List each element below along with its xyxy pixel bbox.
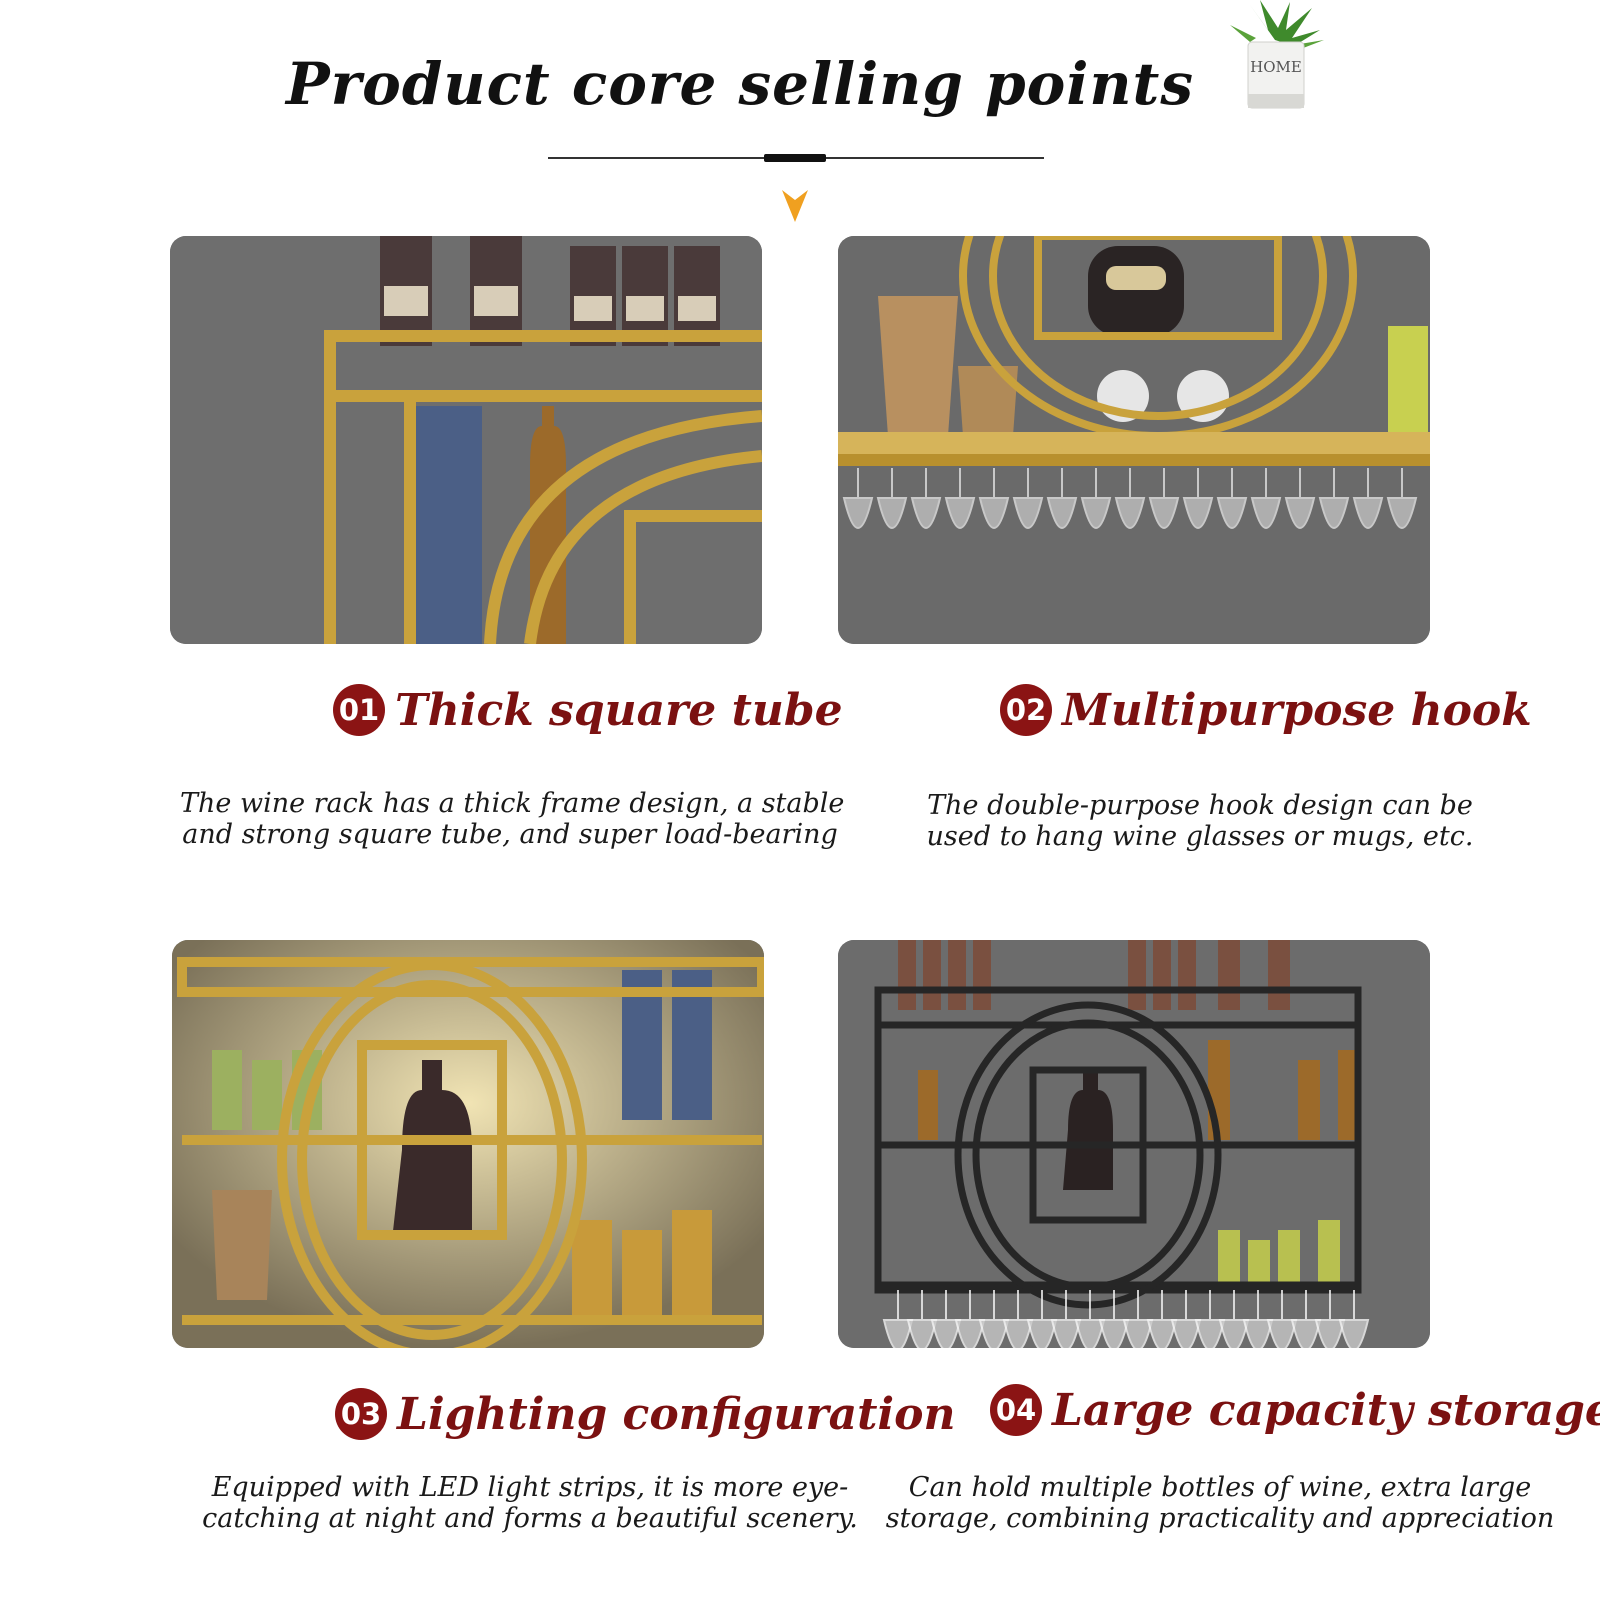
potted-plant-image: HOME [1220, 0, 1330, 115]
photo-multipurpose-hook [838, 236, 1430, 644]
wine-glass-shape [1338, 1290, 1370, 1348]
feature-description-01: The wine rack has a thick frame design, … [180, 788, 845, 850]
description-line: catching at night and forms a beautiful … [202, 1503, 858, 1534]
description-line: Equipped with LED light strips, it is mo… [211, 1472, 849, 1503]
description-line: Can hold multiple bottles of wine, extra… [908, 1472, 1532, 1503]
feature-description-04: Can hold multiple bottles of wine, extra… [880, 1472, 1560, 1534]
page-title: Product core selling points [286, 50, 1194, 118]
feature-title-01: 01 Thick square tube [333, 684, 843, 736]
description-line: The wine rack has a thick frame design, … [180, 788, 845, 819]
feature-number-badge: 02 [1000, 684, 1052, 736]
feature-title-text: Large capacity storage [1052, 1384, 1600, 1436]
wine-glass-shape [1046, 468, 1078, 529]
description-line: and strong square tube, and super load-b… [182, 819, 838, 850]
wine-glass-shape [842, 468, 874, 529]
title-divider-accent [764, 154, 826, 162]
arrow-down-icon [780, 188, 810, 224]
wine-glass-shape [1182, 468, 1214, 529]
wine-glass-shape [1148, 468, 1180, 529]
wine-glass-shape [1352, 468, 1384, 529]
feature-title-text: Multipurpose hook [1062, 684, 1532, 736]
feature-description-02: The double-purpose hook design can be us… [880, 790, 1520, 852]
wine-glass-shape [1080, 468, 1112, 529]
photo-large-capacity-storage [838, 940, 1430, 1348]
wine-glass-shape [1114, 468, 1146, 529]
feature-title-text: Thick square tube [395, 684, 843, 736]
wine-glass-shape [1318, 468, 1350, 529]
feature-title-02: 02 Multipurpose hook [1000, 684, 1532, 736]
description-line: The double-purpose hook design can be [927, 790, 1473, 821]
photo-lighting-configuration [172, 940, 764, 1348]
wine-glass-shape [910, 468, 942, 529]
wine-glass-shape [1284, 468, 1316, 529]
wine-glass-shape [1250, 468, 1282, 529]
description-line: storage, combining practicality and appr… [885, 1503, 1555, 1534]
description-line: used to hang wine glasses or mugs, etc. [926, 821, 1474, 852]
feature-number-badge: 04 [990, 1384, 1042, 1436]
wine-glass-shape [978, 468, 1010, 529]
feature-title-text: Lighting configuration [397, 1388, 956, 1440]
feature-title-03: 03 Lighting configuration [335, 1388, 955, 1440]
wine-glass-shape [1216, 468, 1248, 529]
wine-glass-shape [1386, 468, 1418, 529]
feature-description-03: Equipped with LED light strips, it is mo… [180, 1472, 880, 1534]
wine-glass-shape [1012, 468, 1044, 529]
feature-title-04: 04 Large capacity storage [990, 1384, 1600, 1436]
plant-pot-label: HOME [1250, 58, 1302, 76]
wine-glass-shape [876, 468, 908, 529]
photo-thick-square-tube [170, 236, 762, 644]
feature-number-badge: 03 [335, 1388, 387, 1440]
wine-glass-shape [944, 468, 976, 529]
feature-number-badge: 01 [333, 684, 385, 736]
